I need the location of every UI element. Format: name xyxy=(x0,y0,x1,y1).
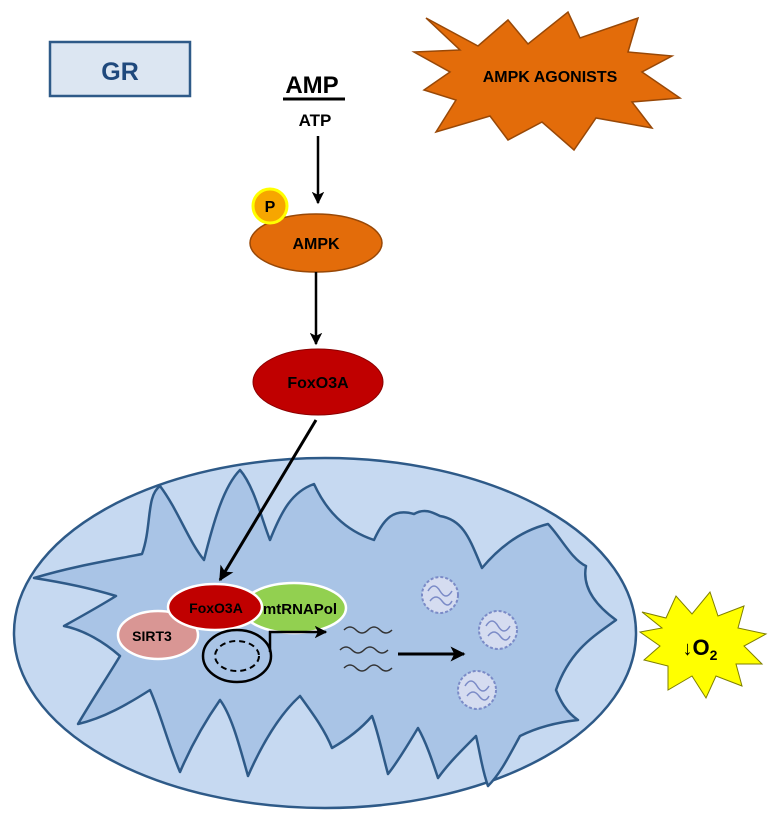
protein-blob xyxy=(421,576,459,614)
ampk-agonists-starburst xyxy=(411,10,683,152)
foxo3a-mito-node xyxy=(166,582,264,632)
protein-blob xyxy=(457,670,497,710)
foxo3a-mito-label: FoxO3A xyxy=(189,600,243,616)
phosphate-badge xyxy=(251,187,289,225)
mrna-squiggle xyxy=(343,664,393,672)
mrna-squiggle xyxy=(339,646,389,654)
mtdna-inner-ring xyxy=(214,640,260,672)
mrna-transcripts xyxy=(339,626,393,672)
gr-box xyxy=(48,40,192,98)
gr-label: GR xyxy=(101,58,139,86)
transcription-arrow xyxy=(268,625,328,652)
oxygen-label: ↓O2 xyxy=(683,635,718,663)
sirt3-label: SIRT3 xyxy=(132,628,172,644)
oxygen-base: O xyxy=(693,635,710,660)
oxygen-decrease-arrow: ↓ xyxy=(683,638,693,660)
mtrnapol-label: mtRNAPol xyxy=(263,601,337,618)
phosphate-label: P xyxy=(265,199,276,216)
sirt3-node xyxy=(116,609,200,661)
ampk-label: AMPK xyxy=(292,236,340,253)
amp-label: AMP xyxy=(285,72,338,99)
foxo3a-cytosol-label: FoxO3A xyxy=(287,375,349,392)
foxo3a-cytosol-node xyxy=(252,348,384,416)
oxygen-subscript: 2 xyxy=(710,647,718,663)
mrna-squiggle xyxy=(343,626,393,634)
atp-label: ATP xyxy=(299,111,332,130)
protein-blob xyxy=(478,610,518,650)
ampk-agonists-label: AMPK AGONISTS xyxy=(483,69,618,86)
mtdna-outer-ring xyxy=(201,628,273,684)
oxygen-starburst xyxy=(638,590,768,700)
arrow-foxo3a-into-mitochondrion xyxy=(218,419,318,582)
